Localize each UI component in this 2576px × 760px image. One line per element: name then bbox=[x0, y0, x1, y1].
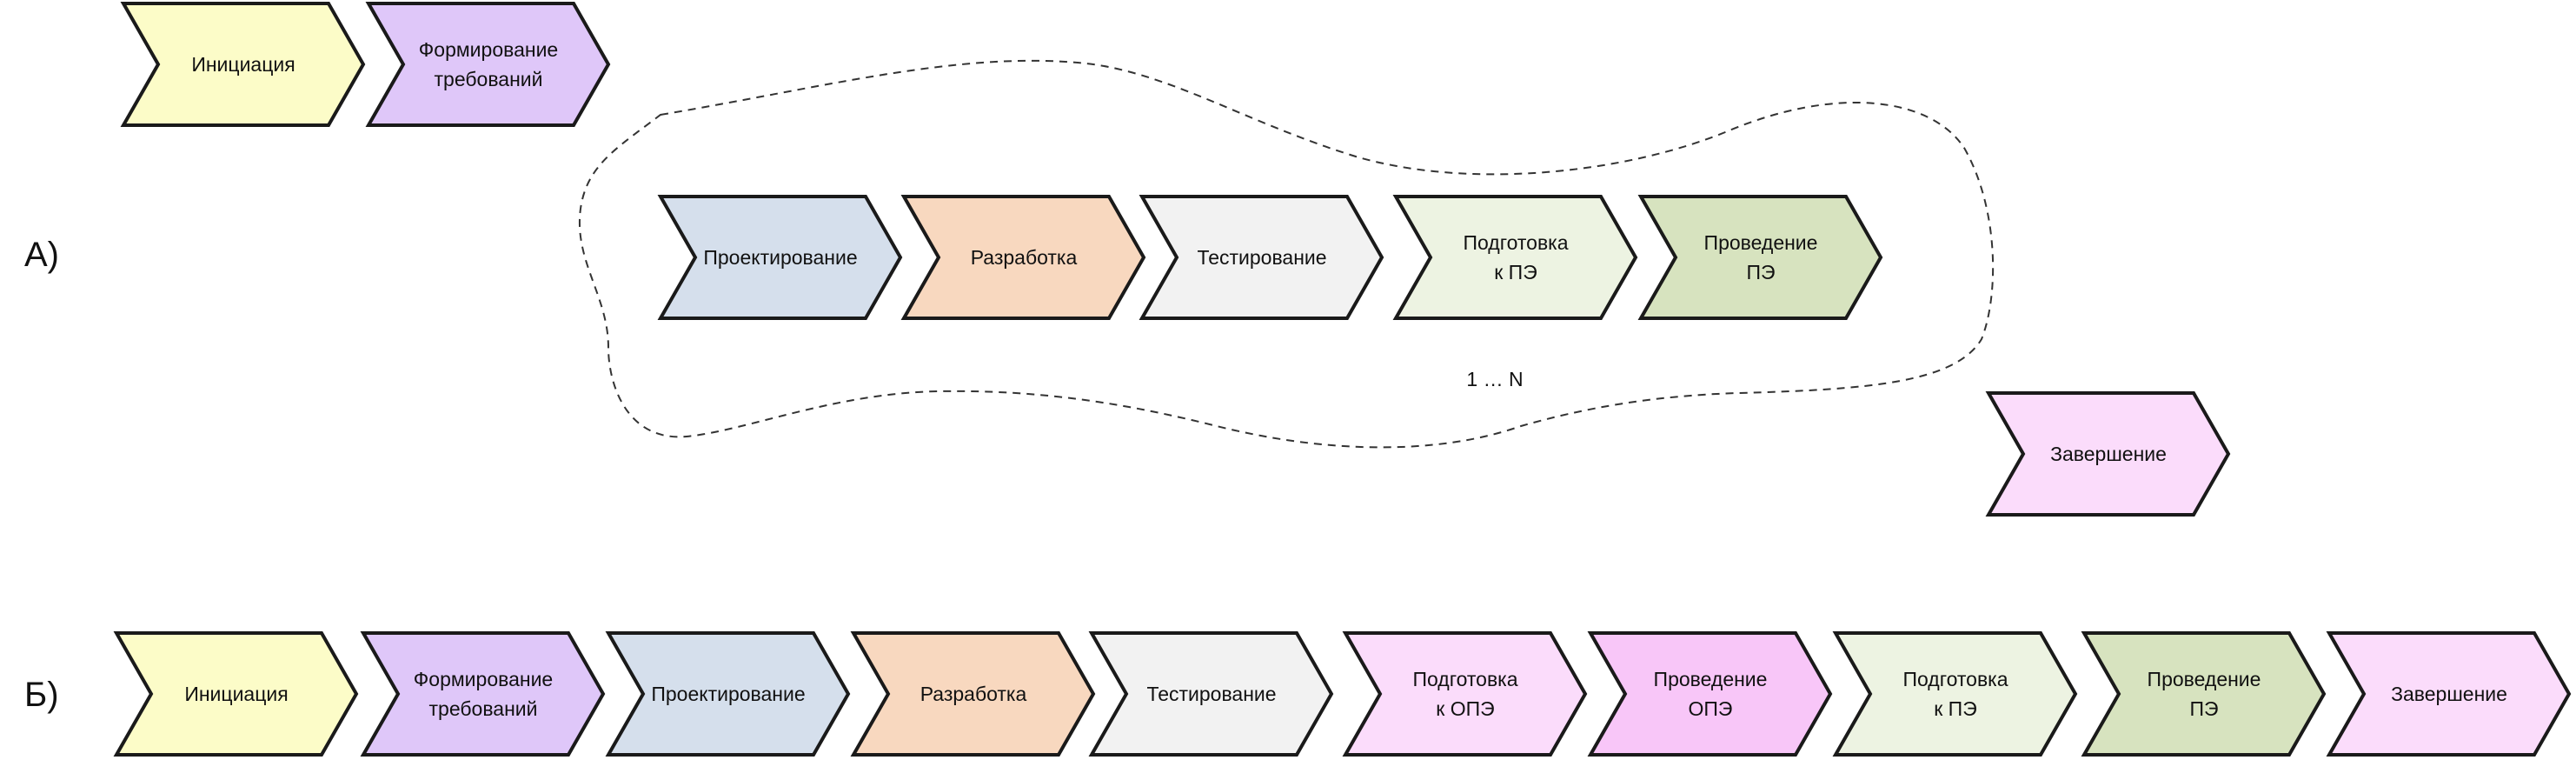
step-completion: Завершение bbox=[1985, 391, 2231, 517]
step-initiation: Инициация bbox=[120, 1, 366, 127]
chevron-shape bbox=[1832, 631, 2078, 757]
chevron-shape bbox=[1139, 195, 1384, 320]
chevron-shape bbox=[365, 1, 611, 127]
chevron-label: Формирование bbox=[414, 668, 553, 690]
chevron-shape bbox=[1985, 391, 2231, 517]
chevron-shape bbox=[2326, 631, 2572, 757]
chevron-label: Завершение bbox=[2050, 443, 2167, 465]
chevron-label: ОПЭ bbox=[1689, 697, 1733, 720]
step-pe-preparation: Подготовка к ПЭ bbox=[1832, 631, 2078, 757]
iteration-loop-outline bbox=[578, 59, 1995, 449]
chevron-shape bbox=[360, 631, 606, 757]
chevron-label: к ОПЭ bbox=[1436, 697, 1494, 720]
chevron-shape bbox=[120, 1, 366, 127]
step-pe-preparation: Подготовка к ПЭ bbox=[1392, 195, 1638, 320]
step-design: Проектирование bbox=[657, 195, 903, 320]
chevron-shape bbox=[1637, 195, 1883, 320]
chevron-label: ПЭ bbox=[1746, 261, 1775, 283]
chevron-shape bbox=[1088, 631, 1334, 757]
step-development: Разработка bbox=[850, 631, 1096, 757]
chevron-label: Завершение bbox=[2391, 683, 2507, 705]
chevron-label: Проведение bbox=[1704, 231, 1818, 254]
chevron-shape bbox=[657, 195, 903, 320]
chevron-label: Подготовка bbox=[1412, 668, 1517, 690]
chevron-label: Проведение bbox=[1654, 668, 1768, 690]
chevron-label: Проектирование bbox=[651, 683, 805, 705]
chevron-shape bbox=[1392, 195, 1638, 320]
chevron-label: Тестирование bbox=[1146, 683, 1276, 705]
chevron-shape bbox=[605, 631, 851, 757]
chevron-label: Проектирование bbox=[703, 246, 857, 269]
diagram-b-label: Б) bbox=[24, 676, 59, 714]
chevron-label: Разработка bbox=[971, 246, 1078, 269]
step-initiation: Инициация bbox=[113, 631, 359, 757]
step-development: Разработка bbox=[900, 195, 1146, 320]
chevron-label: Подготовка bbox=[1902, 668, 2008, 690]
iteration-count-label: 1 … N bbox=[1466, 368, 1523, 390]
chevron-label: Подготовка bbox=[1463, 231, 1568, 254]
chevron-label: Формирование bbox=[419, 38, 558, 61]
chevron-label: требований bbox=[435, 68, 543, 90]
step-completion: Завершение bbox=[2326, 631, 2572, 757]
chevron-label: требований bbox=[429, 697, 538, 720]
chevron-shape bbox=[2081, 631, 2327, 757]
step-testing: Тестирование bbox=[1088, 631, 1334, 757]
step-requirements: Формирование требований bbox=[360, 631, 606, 757]
chevron-label: Инициация bbox=[191, 53, 295, 76]
chevron-shape bbox=[850, 631, 1096, 757]
diagram-a-label: А) bbox=[24, 236, 59, 274]
diagram-b: Б) Инициация Формирование требований Прое… bbox=[24, 631, 2572, 757]
chevron-label: Разработка bbox=[920, 683, 1027, 705]
chevron-label: Тестирование bbox=[1197, 246, 1326, 269]
chevron-shape bbox=[900, 195, 1146, 320]
chevron-shape bbox=[1587, 631, 1833, 757]
chevron-label: ПЭ bbox=[2189, 697, 2218, 720]
chevron-label: к ПЭ bbox=[1934, 697, 1977, 720]
step-requirements: Формирование требований bbox=[365, 1, 611, 127]
diagram-a: А) 1 … N Инициация Формирование требовани… bbox=[24, 1, 2231, 517]
chevron-label: к ПЭ bbox=[1494, 261, 1537, 283]
chevron-shape bbox=[113, 631, 359, 757]
chevron-label: Проведение bbox=[2148, 668, 2261, 690]
chevron-label: Инициация bbox=[184, 683, 288, 705]
chevron-shape bbox=[1342, 631, 1588, 757]
step-testing: Тестирование bbox=[1139, 195, 1384, 320]
step-design: Проектирование bbox=[605, 631, 851, 757]
step-ope-preparation: Подготовка к ОПЭ bbox=[1342, 631, 1588, 757]
